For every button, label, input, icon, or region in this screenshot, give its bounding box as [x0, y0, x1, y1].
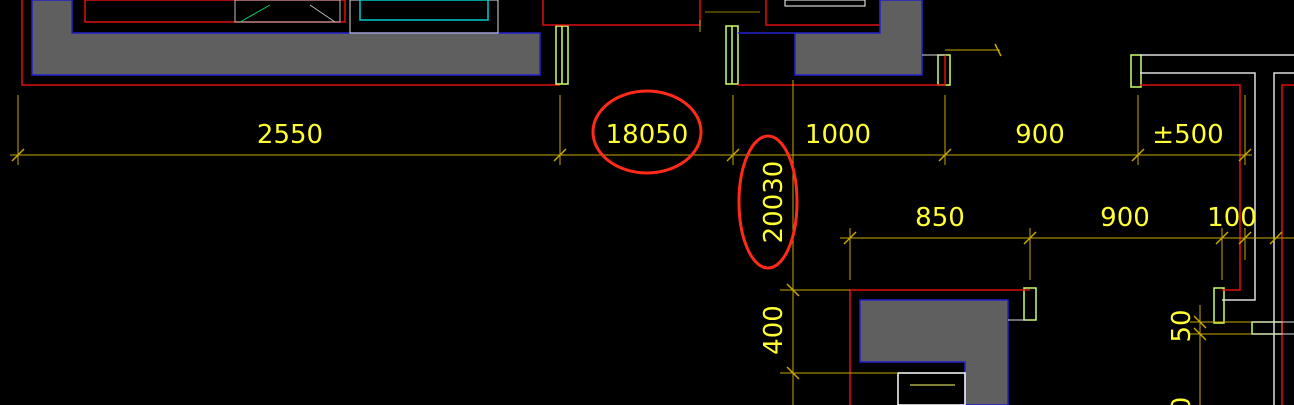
dim-label-2550: 2550: [257, 120, 323, 150]
left-room-block: [21, 0, 560, 86]
dim-label-850: 850: [915, 203, 965, 233]
dim-label-50: 50: [1167, 309, 1197, 342]
highlight-circle-20030: [737, 134, 799, 270]
dim-label-900-lower: 900: [1100, 203, 1150, 233]
dim-label-400: 400: [759, 305, 789, 355]
dimension-lines: [10, 11, 1294, 405]
dim-label-1000: 1000: [805, 120, 871, 150]
center-room-block: [542, 0, 946, 86]
dim-label-18050: 18050: [606, 120, 689, 150]
dim-label-pm500: ±500: [1152, 120, 1223, 150]
dim-label-20030: 20030: [759, 161, 789, 244]
dim-label-100: 100: [1207, 203, 1257, 233]
highlight-circle-18050: [591, 89, 703, 175]
dim-label-partial: 0: [1167, 397, 1197, 405]
dim-label-900-top: 900: [1015, 120, 1065, 150]
lower-room-block: [849, 289, 1030, 405]
